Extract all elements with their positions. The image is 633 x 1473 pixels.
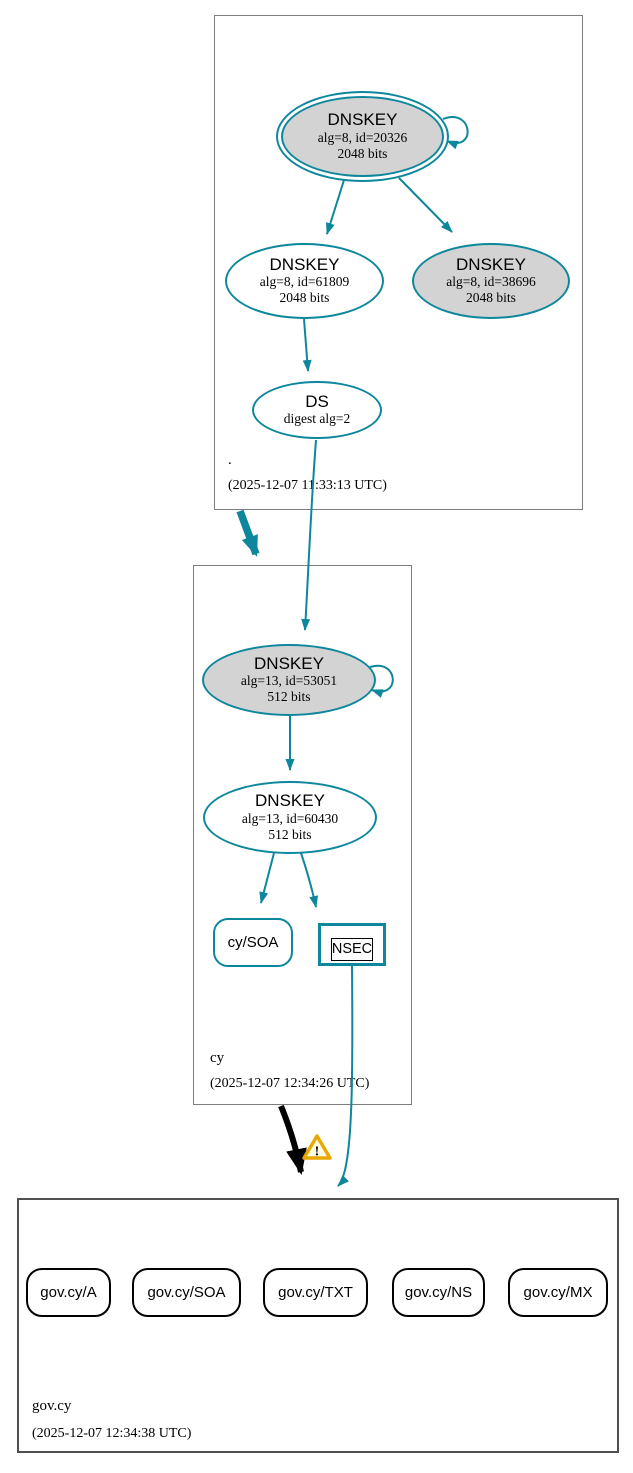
node-title: DNSKEY — [269, 254, 340, 274]
node-rrset-govcy-ns[interactable]: gov.cy/NS — [392, 1268, 485, 1317]
node-detail-digest: digest alg=2 — [283, 411, 351, 427]
zone-label-govcy: gov.cy — [32, 1398, 72, 1414]
zone-timestamp-cy: (2025-12-07 12:34:26 UTC) — [210, 1076, 370, 1091]
node-detail-alg-id: alg=8, id=20326 — [317, 129, 408, 145]
zone-label-cy: cy — [210, 1050, 225, 1066]
node-rrset-govcy-a[interactable]: gov.cy/A — [26, 1268, 111, 1317]
node-dnskey-cy-zsk[interactable]: DNSKEY alg=13, id=60430 512 bits — [203, 781, 377, 854]
zone-label-root: . — [228, 452, 232, 468]
node-dnskey-root-ksk[interactable]: DNSKEY alg=8, id=20326 2048 bits — [276, 91, 449, 182]
rrset-label: gov.cy/SOA — [147, 1284, 226, 1301]
zone-timestamp-root: (2025-12-07 11:33:13 UTC) — [228, 478, 387, 493]
node-rrset-govcy-soa[interactable]: gov.cy/SOA — [132, 1268, 241, 1317]
zone-box-govcy — [17, 1198, 619, 1453]
nsec-label-cell: NSEC — [330, 938, 374, 961]
node-dnskey-root-ksk2[interactable]: DNSKEY alg=8, id=38696 2048 bits — [412, 243, 570, 319]
node-detail-alg-id: alg=8, id=38696 — [446, 274, 536, 290]
node-rrset-cy-soa[interactable]: cy/SOA — [213, 918, 293, 967]
node-detail-bits: 2048 bits — [466, 290, 516, 306]
node-dnskey-root-ksk-inner: DNSKEY alg=8, id=20326 2048 bits — [281, 96, 444, 177]
node-detail-alg-id: alg=8, id=61809 — [259, 274, 350, 290]
node-dnskey-root-zsk[interactable]: DNSKEY alg=8, id=61809 2048 bits — [225, 243, 384, 319]
rrset-label: gov.cy/MX — [523, 1284, 593, 1301]
node-detail-bits: 512 bits — [268, 826, 312, 842]
node-detail-alg-id: alg=13, id=60430 — [241, 810, 339, 826]
zone-timestamp-govcy: (2025-12-07 12:34:38 UTC) — [32, 1426, 192, 1441]
rrset-label: cy/SOA — [227, 934, 279, 951]
node-title: DNSKEY — [327, 110, 398, 130]
node-nsec[interactable]: NSEC — [318, 923, 386, 966]
rrset-label: gov.cy/A — [40, 1284, 97, 1301]
node-ds-cy[interactable]: DS digest alg=2 — [252, 381, 382, 439]
edge-root-delegation-cy — [236, 509, 260, 557]
node-detail-bits: 2048 bits — [337, 145, 388, 161]
node-dnskey-cy-ksk[interactable]: DNSKEY alg=13, id=53051 512 bits — [202, 644, 376, 716]
edge-cy-delegation-govcy-bogus — [278, 1104, 307, 1175]
svg-text:!: ! — [315, 1145, 320, 1160]
node-title: DNSKEY — [255, 791, 325, 811]
node-title: DS — [305, 391, 329, 411]
node-detail-bits: 2048 bits — [279, 290, 330, 306]
rrset-label: gov.cy/NS — [404, 1284, 473, 1301]
warning-icon[interactable]: ! — [301, 1133, 333, 1162]
zone-box-cy — [193, 565, 412, 1105]
node-detail-alg-id: alg=13, id=53051 — [240, 673, 338, 689]
node-rrset-govcy-txt[interactable]: gov.cy/TXT — [263, 1268, 368, 1317]
zone-box-root — [214, 15, 583, 510]
node-rrset-govcy-mx[interactable]: gov.cy/MX — [508, 1268, 608, 1317]
rrset-label: gov.cy/TXT — [278, 1284, 353, 1301]
node-title: DNSKEY — [456, 254, 526, 274]
node-detail-bits: 512 bits — [267, 689, 311, 705]
node-title: DNSKEY — [254, 653, 324, 673]
